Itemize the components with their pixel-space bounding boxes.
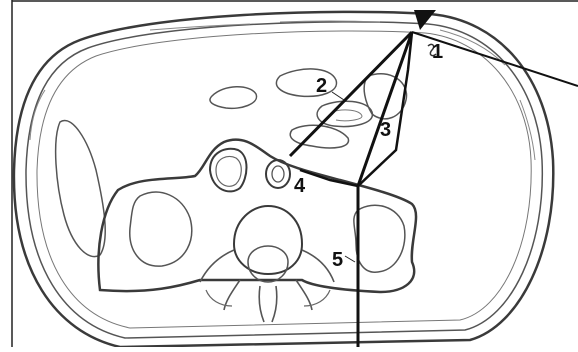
bowel-loop-center [317,101,372,126]
vertebral-canal [248,246,288,282]
label-1: 1 [432,41,443,63]
vertebral-body [234,206,302,274]
ivc-lumen [272,166,284,182]
bowel-loop-mid [290,125,348,148]
psoas-outline [206,290,330,306]
aorta-lumen [216,157,241,187]
inferior-vena-cava [266,160,290,188]
label-5: 5 [332,249,343,271]
vertebral-processes [200,250,334,322]
label-3: 3 [380,119,391,141]
left-kidney [130,192,192,266]
label-5-leader [345,256,355,262]
body-wall-band [37,31,531,328]
bowel-loop-left [210,87,257,109]
retroperitoneal-outline [98,140,416,292]
bowel-loop-upper [276,69,336,96]
label-2-leader [332,92,344,100]
needle-entry-arrow-icon [414,10,436,30]
needle-path-2 [290,32,412,156]
label-2: 2 [316,75,327,97]
right-kidney [354,205,405,272]
body-outline-outer [14,12,553,347]
needle-path-3 [358,32,412,186]
left-organ [56,121,106,257]
needle-path-4 [300,32,412,186]
bowel-loop-inner [332,110,362,121]
label-4: 4 [294,175,306,197]
